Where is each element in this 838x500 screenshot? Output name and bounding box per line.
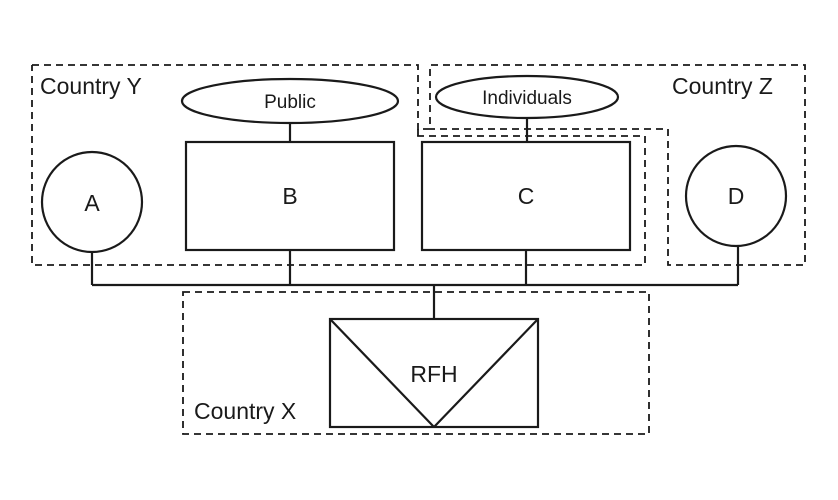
entity-a-label: A — [84, 190, 100, 216]
entity-c-node — [420, 140, 632, 252]
individuals-owner-node — [434, 74, 620, 120]
individuals-owner-label: Individuals — [482, 88, 572, 109]
entity-d-node — [684, 144, 788, 248]
ownership-connectors — [90, 118, 740, 319]
country-z-label: Country Z — [672, 73, 773, 99]
entity-a-node — [40, 150, 144, 254]
country-x-label: Country X — [194, 398, 296, 424]
country-x-boundary — [182, 291, 650, 435]
public-owner-label: Public — [264, 92, 316, 113]
country-y-boundary — [31, 64, 646, 266]
rfh-node — [328, 317, 540, 429]
entity-b-label: B — [282, 183, 297, 209]
country-y-label: Country Y — [40, 73, 142, 99]
entity-d-label: D — [728, 183, 745, 209]
country-z-boundary — [417, 64, 806, 266]
entity-b-node — [184, 140, 396, 252]
rfh-label: RFH — [410, 361, 457, 387]
entity-c-label: C — [518, 183, 535, 209]
public-owner-node — [180, 77, 400, 125]
